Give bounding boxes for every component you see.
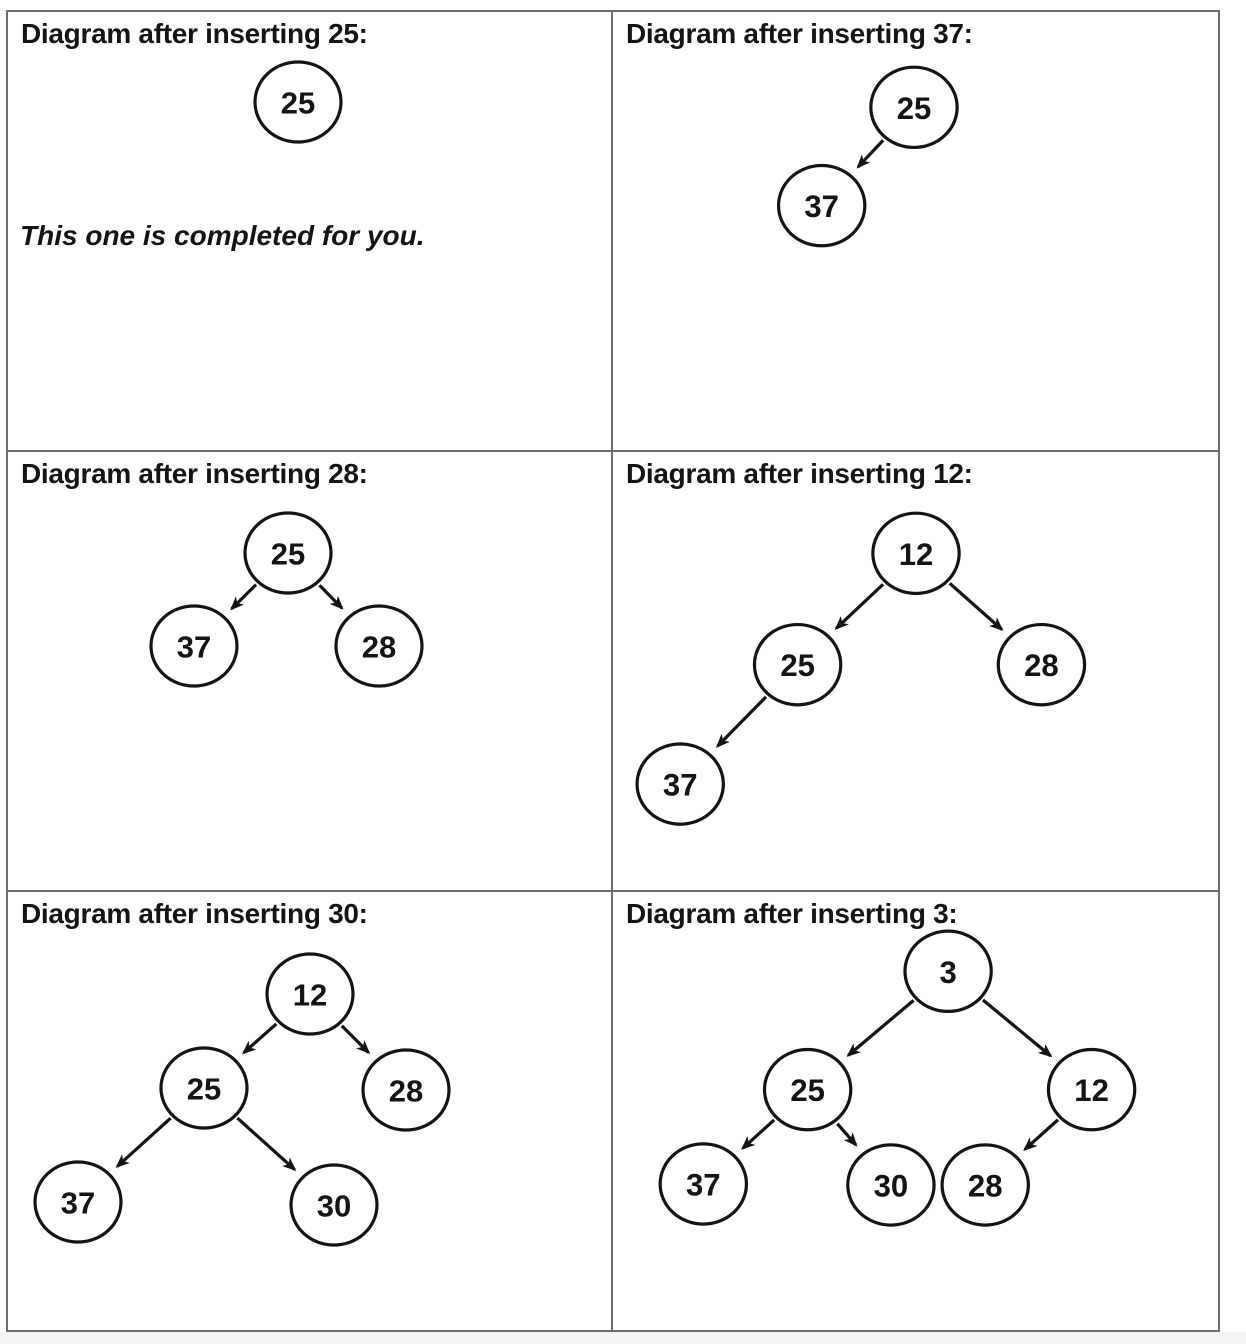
edge-arrow-25-to-37 xyxy=(740,1118,776,1150)
cell-after-inserting-30: Diagram after inserting 30: 12 25 28 37 30 xyxy=(8,892,613,1330)
tree-node-circle-37 xyxy=(658,1142,749,1226)
edge-arrow-12-to-25 xyxy=(241,1022,278,1055)
cell-after-inserting-37: Diagram after inserting 37: 25 37 xyxy=(613,12,1218,452)
tree-node-circle-3 xyxy=(903,929,993,1013)
edge-arrow-25-to-30 xyxy=(836,1122,858,1147)
tree-node-label-25: 25 xyxy=(897,91,932,126)
tree-node-circle-37 xyxy=(33,1160,123,1244)
tree-node-label-37: 37 xyxy=(804,189,839,224)
edge-arrow-12-to-28 xyxy=(1023,1118,1060,1152)
edge-arrow-3-to-25 xyxy=(846,999,915,1057)
tree-node-label-37: 37 xyxy=(686,1167,721,1202)
tree-diagram: 25 37 28 xyxy=(149,511,424,688)
cell-title: Diagram after inserting 28: xyxy=(21,458,368,489)
tree-node-label-37: 37 xyxy=(663,768,698,803)
tree-node-circle-28 xyxy=(940,1143,1030,1227)
tree-node-circle-37 xyxy=(149,604,239,688)
edge-arrow-12-to-28 xyxy=(340,1024,371,1055)
tree-diagram: 12 25 28 37 xyxy=(635,511,1087,826)
tree-node-circle-12 xyxy=(265,952,355,1036)
tree-node-circle-12 xyxy=(871,511,961,596)
cell-title: Diagram after inserting 37: xyxy=(626,18,973,49)
cell-title: Diagram after inserting 3: xyxy=(626,898,958,929)
tree-node-label-37: 37 xyxy=(177,630,211,665)
tree-diagram: 25 xyxy=(253,60,343,144)
tree-node-label-12: 12 xyxy=(899,537,934,572)
edge-arrow-12-to-28 xyxy=(948,582,1004,631)
cell-after-inserting-25: Diagram after inserting 25: This one is … xyxy=(8,12,613,452)
tree-node-label-12: 12 xyxy=(293,978,327,1013)
tree-node-label-28: 28 xyxy=(362,630,396,665)
completed-note: This one is completed for you. xyxy=(20,220,425,251)
tree-node-circle-37 xyxy=(776,163,867,248)
tree-node-label-28: 28 xyxy=(968,1168,1003,1203)
tree-node-circle-25 xyxy=(253,60,343,144)
tree-node-circle-25 xyxy=(159,1046,249,1130)
edge-arrow-3-to-12 xyxy=(981,998,1053,1058)
tree-node-label-25: 25 xyxy=(780,648,815,683)
page-edge-strip xyxy=(0,1332,1246,1344)
tree-node-label-25: 25 xyxy=(281,86,315,121)
tree-node-label-25: 25 xyxy=(790,1073,825,1108)
cell-after-inserting-3: Diagram after inserting 3: 3 25 12 37 30 28 xyxy=(613,892,1218,1330)
tree-node-circle-37 xyxy=(635,742,725,826)
tree-node-label-37: 37 xyxy=(61,1186,95,1221)
tree-node-circle-28 xyxy=(334,604,424,688)
edge-arrow-25-to-37 xyxy=(115,1117,172,1168)
tree-node-label-30: 30 xyxy=(874,1168,909,1203)
edge-arrow-25-to-28 xyxy=(318,584,344,610)
tree-node-label-3: 3 xyxy=(939,955,956,990)
worksheet-table: Diagram after inserting 25: This one is … xyxy=(6,10,1220,1332)
tree-node-circle-25 xyxy=(869,65,959,150)
tree-node-circle-25 xyxy=(243,511,333,595)
tree-node-label-25: 25 xyxy=(271,537,305,572)
tree-node-circle-25 xyxy=(752,622,843,707)
edge-arrow-25-to-37 xyxy=(230,583,258,611)
tree-node-circle-30 xyxy=(289,1163,379,1247)
tree-diagram: 3 25 12 37 30 28 xyxy=(658,929,1137,1227)
tree-node-label-28: 28 xyxy=(389,1074,423,1109)
tree-diagram: 25 37 xyxy=(776,65,959,248)
edge-arrow-12-to-25 xyxy=(834,583,885,630)
cell-after-inserting-12: Diagram after inserting 12: 12 25 28 37 xyxy=(613,452,1218,892)
edge-arrow-25-to-37 xyxy=(856,139,885,169)
tree-node-circle-28 xyxy=(996,622,1087,707)
tree-node-label-25: 25 xyxy=(187,1072,221,1107)
tree-node-label-12: 12 xyxy=(1074,1073,1109,1108)
tree-diagram: 12 25 28 37 30 xyxy=(33,952,451,1247)
cell-title: Diagram after inserting 25: xyxy=(21,18,368,49)
cell-title: Diagram after inserting 12: xyxy=(626,458,973,489)
cell-title: Diagram after inserting 30: xyxy=(21,898,368,929)
tree-node-circle-12 xyxy=(1046,1047,1137,1132)
tree-node-circle-28 xyxy=(361,1048,451,1132)
tree-node-circle-25 xyxy=(762,1047,853,1132)
cell-after-inserting-28: Diagram after inserting 28: 25 37 28 xyxy=(8,452,613,892)
edge-arrow-25-to-37 xyxy=(715,695,768,748)
tree-node-label-30: 30 xyxy=(317,1189,351,1224)
edge-arrow-25-to-30 xyxy=(236,1116,297,1172)
tree-node-circle-30 xyxy=(846,1143,936,1227)
tree-node-label-28: 28 xyxy=(1024,648,1059,683)
